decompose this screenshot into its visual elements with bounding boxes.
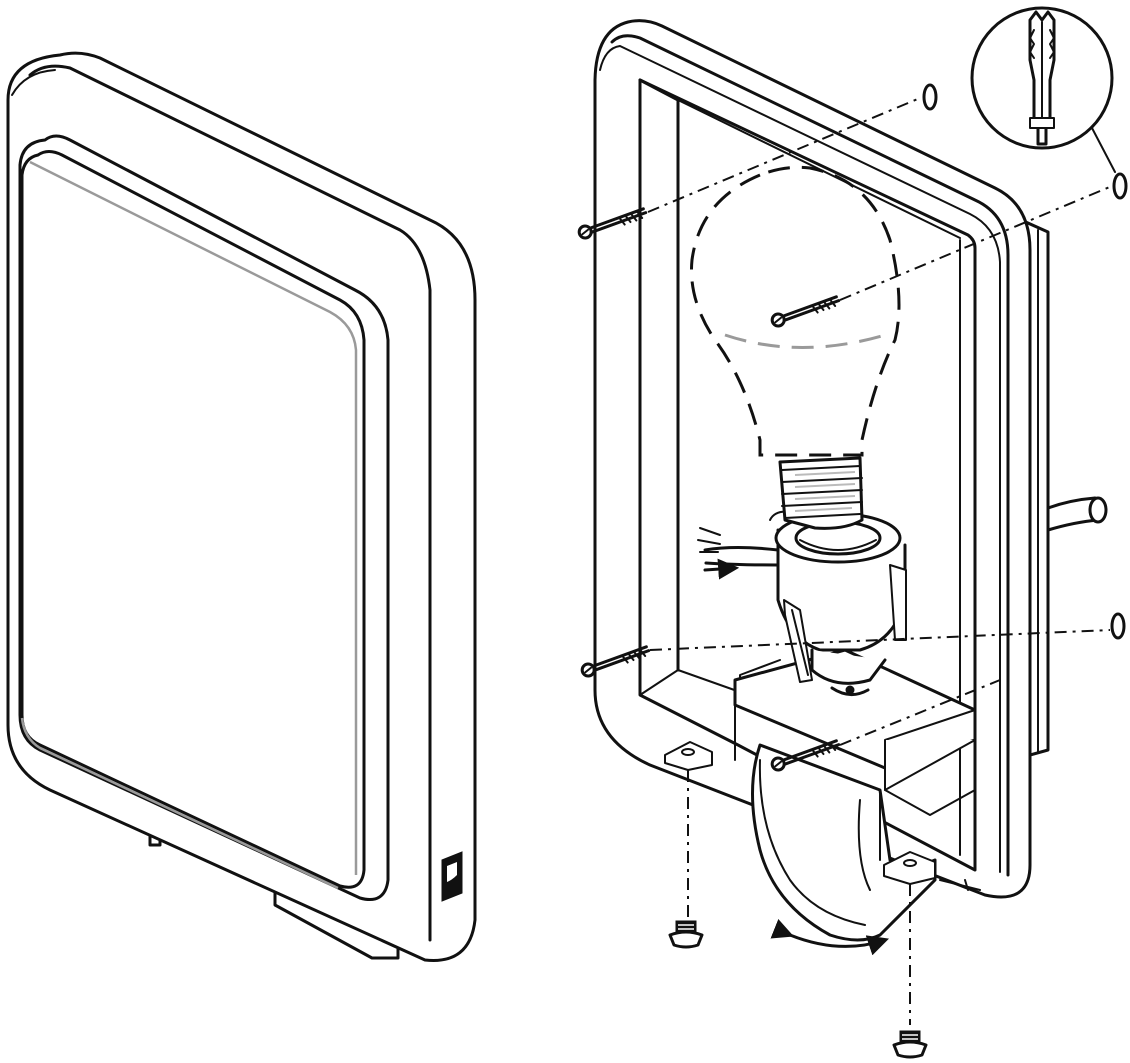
- rotate-arrow-icon: [770, 919, 889, 956]
- mounting-bracket-icon: [664, 741, 937, 942]
- brand-logo-icon: [441, 851, 463, 902]
- lamp-socket-icon: [697, 510, 907, 696]
- lamp-cover-icon: [6, 51, 477, 962]
- wall-plug-icon: [970, 6, 1116, 173]
- wall-screw-icon: [576, 83, 1128, 1059]
- light-bulb-icon: [690, 165, 901, 530]
